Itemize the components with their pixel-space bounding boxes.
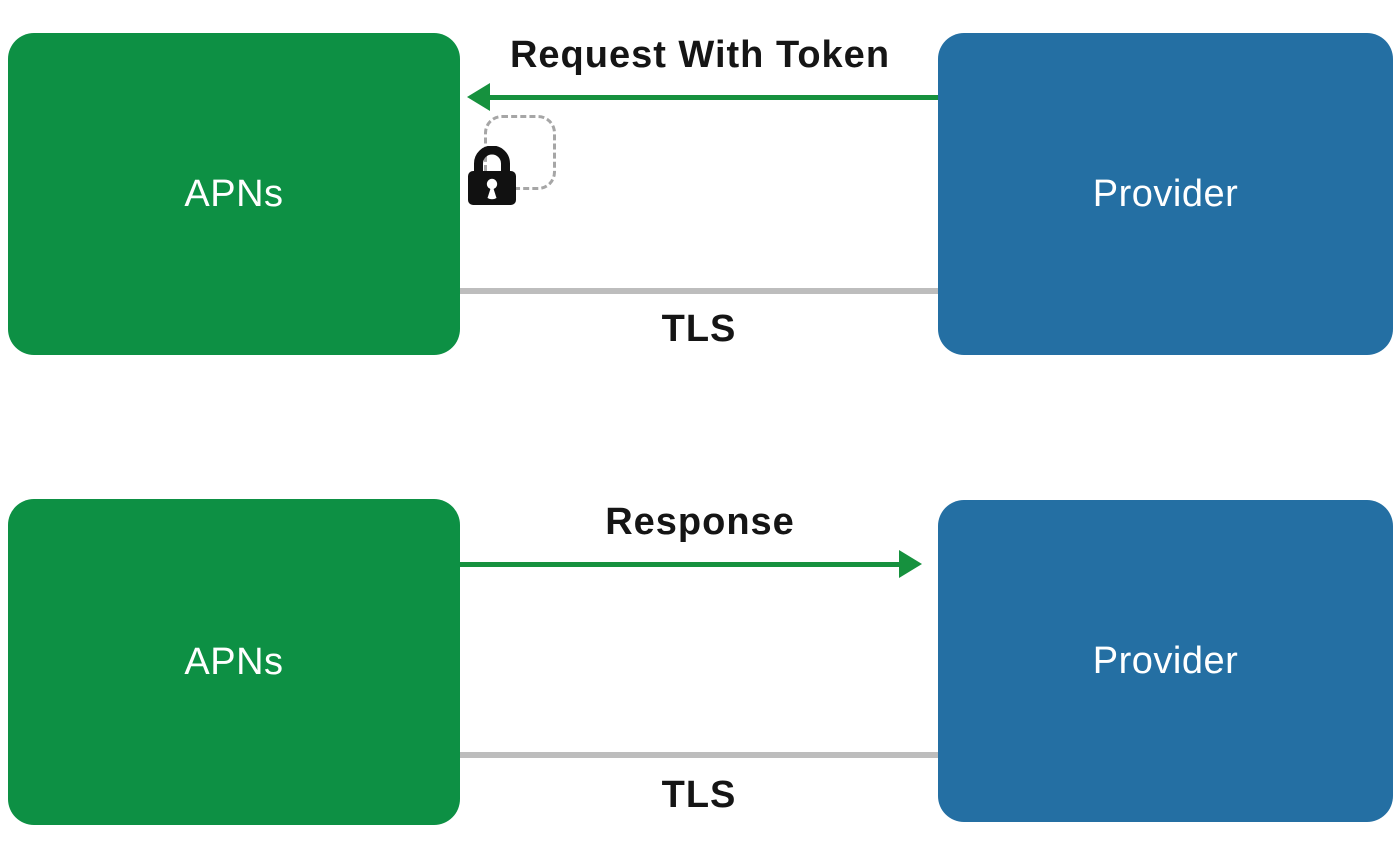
tls-label-bottom: TLS — [661, 774, 737, 816]
response-arrow-shaft — [460, 562, 902, 567]
apns-node-top-label: APNs — [184, 172, 284, 215]
arrow-left-icon — [467, 83, 490, 111]
provider-node-bottom: Provider — [938, 500, 1393, 822]
tls-connection-line-top — [460, 288, 938, 294]
arrow-right-icon — [899, 550, 922, 578]
response-label: Response — [605, 501, 795, 543]
lock-icon — [468, 145, 516, 205]
apns-node-bottom: APNs — [8, 499, 460, 825]
tls-connection-line-bottom — [460, 752, 938, 758]
request-with-token-label: Request With Token — [509, 34, 891, 76]
provider-node-top-label: Provider — [1092, 172, 1239, 215]
provider-node-top: Provider — [938, 33, 1393, 355]
apns-node-top: APNs — [8, 33, 460, 355]
tls-label-top: TLS — [661, 308, 737, 350]
request-arrow-shaft — [486, 95, 938, 100]
apns-node-bottom-label: APNs — [184, 640, 284, 683]
provider-node-bottom-label: Provider — [1092, 639, 1239, 682]
